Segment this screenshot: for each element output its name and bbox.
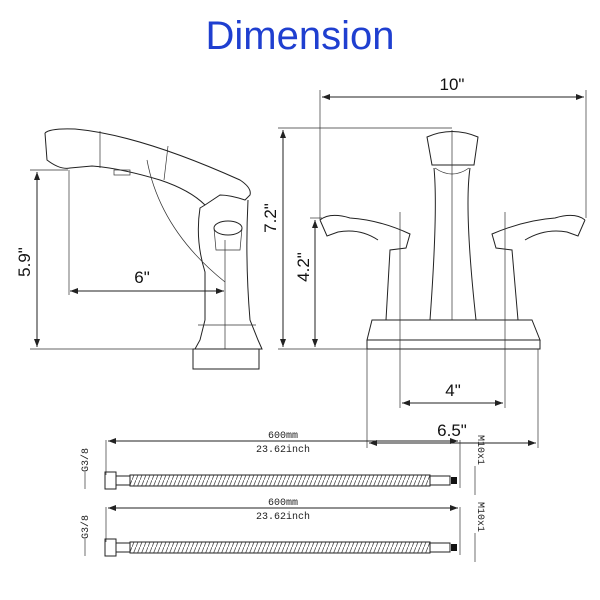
side-height-label: 5.9" [15, 247, 34, 277]
base-width-label: 6.5" [437, 421, 467, 440]
front-height-label: 7.2" [261, 203, 280, 233]
side-view-faucet [44, 128, 263, 370]
hose-2-length-mm: 600mm [268, 498, 298, 509]
center-spacing-label: 4" [445, 381, 461, 400]
front-width-label: 10" [440, 75, 465, 94]
hose-2-length-in: 23.62inch [256, 511, 310, 523]
front-view-faucet [319, 130, 586, 350]
hose-2-outlet: M10x1 [474, 502, 485, 532]
hose-1-outlet: M10x1 [474, 435, 485, 465]
hose-1-length-mm: 600mm [268, 431, 298, 442]
hose-1-length-in: 23.62inch [256, 444, 310, 456]
hose-1 [84, 438, 476, 495]
hose-2-inlet: G3/8 [80, 515, 92, 539]
diagram-title: Dimension [205, 14, 395, 58]
hose-1-inlet: G3/8 [80, 448, 92, 472]
side-reach-label: 6" [134, 268, 150, 287]
hose-2 [84, 505, 476, 562]
handle-height-label: 4.2" [294, 252, 313, 282]
front-view-dimensions [278, 90, 587, 448]
side-view-dimensions [30, 169, 224, 350]
